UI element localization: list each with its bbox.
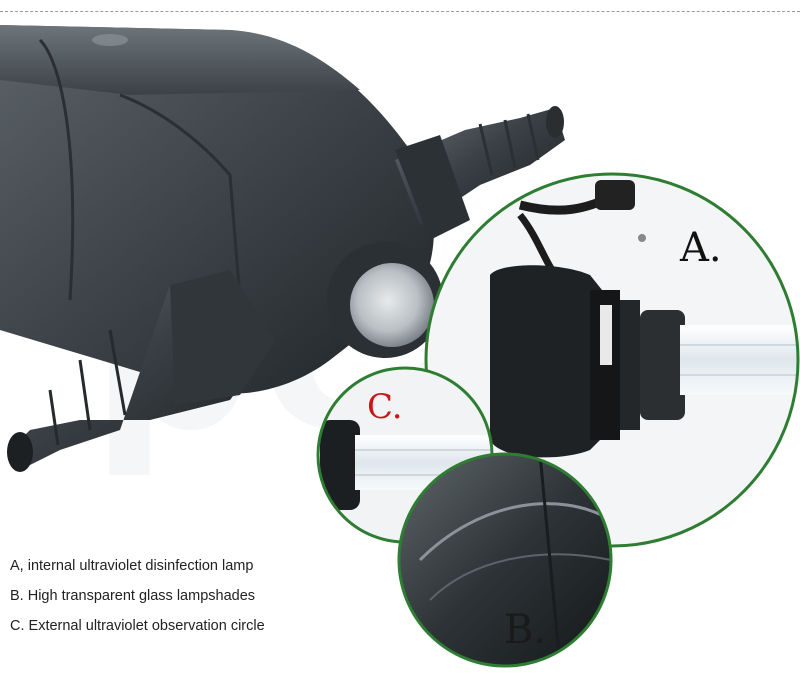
zoom-circle-b (397, 452, 613, 668)
outlet-hose-barb (395, 106, 565, 240)
callout-label-a: A. (680, 225, 722, 271)
top-dashed-divider (0, 11, 800, 12)
observation-window (327, 242, 443, 358)
callout-label-c: C. (367, 387, 403, 427)
sterilizer-body (0, 25, 434, 394)
zoom-circle-c (316, 366, 494, 544)
zoom-circle-a (424, 172, 800, 548)
inlet-hose-barb (7, 270, 275, 472)
feature-item-a: A, internal ultraviolet disinfection lam… (10, 558, 254, 574)
feature-list: A, internal ultraviolet disinfection lam… (10, 556, 265, 646)
feature-item-c: C. External ultraviolet observation circ… (10, 618, 265, 634)
feature-item-b: B. High transparent glass lampshades (10, 588, 256, 604)
callout-label-b: B. (504, 607, 547, 653)
